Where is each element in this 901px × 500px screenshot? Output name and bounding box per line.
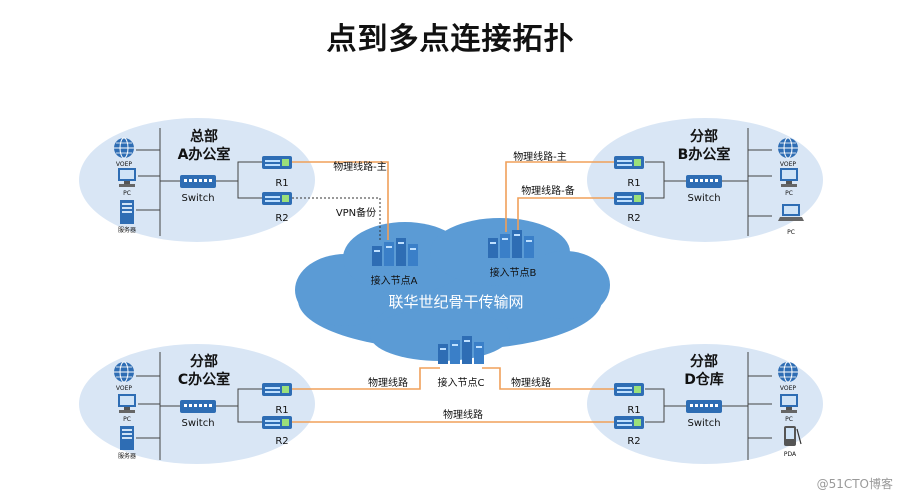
link-b-backup [517,197,614,232]
pc-icon [118,394,136,413]
router-r2-icon [614,192,644,205]
page-title: 点到多点连接拓扑 [326,22,575,57]
diagram-label: VOEP [780,161,797,168]
diagram-label: PC [123,416,131,423]
office-d-line1: 分部 [690,353,718,370]
watermark: @51CTO博客 [816,477,893,491]
diagram-label: Switch [181,193,214,204]
diagram-label: PC [785,190,793,197]
router-r1-icon [614,383,644,396]
diagram-label: R2 [627,213,640,224]
office-b-line1: 分部 [690,128,718,145]
cloud-label: 联华世纪骨干传输网 [388,293,523,311]
router-r2-icon [262,416,292,429]
diagram-label: PDA [784,451,797,458]
link-a-main-label: 物理线路-主 [333,160,387,173]
office-c-line2: C办公室 [178,371,230,388]
switch-icon [180,175,216,188]
link-c-r1-label: 物理线路 [368,376,408,389]
router-r1-icon [614,156,644,169]
backbone-cloud [295,218,610,361]
pc-icon [780,394,798,413]
diagram-label: VOEP [780,385,797,392]
diagram-label: R1 [627,405,640,416]
diagram-label: R1 [275,178,288,189]
link-b-main [505,161,614,232]
voip-globe-icon [777,361,799,383]
access-node-b-label: 接入节点B [490,266,537,279]
pc-icon [780,168,798,187]
voip-globe-icon [777,137,799,159]
router-r2-icon [262,192,292,205]
diagram-label: R1 [275,405,288,416]
office-b-line2: B办公室 [678,146,731,163]
voip-globe-icon [113,137,135,159]
server-icon [120,426,134,450]
access-node-c-label: 接入节点C [438,376,485,389]
server-icon [120,200,134,224]
diagram-label: VOEP [116,385,133,392]
pc-icon [118,168,136,187]
office-a-line2: A办公室 [178,146,231,163]
voip-globe-icon [113,361,135,383]
switch-icon [686,400,722,413]
router-r2-icon [614,416,644,429]
access-node-a-label: 接入节点A [371,274,418,287]
link-c-r1 [292,367,440,390]
diagram-label: 服务器 [118,226,136,234]
link-a-main [292,161,389,240]
router-r1-icon [262,156,292,169]
diagram-label: 服务器 [118,452,136,460]
diagram-label: R1 [627,178,640,189]
link-b-backup-label: 物理线路-备 [521,184,575,197]
link-a-vpn-label: VPN备份 [336,206,376,219]
diagram-label: Switch [687,418,720,429]
diagram-label: R2 [275,213,288,224]
link-a-vpn [292,197,381,240]
router-r1-icon [262,383,292,396]
office-d-line2: D仓库 [684,371,724,388]
link-d-r1-label: 物理线路 [511,376,551,389]
link-b-main-label: 物理线路-主 [513,150,567,163]
diagram-label: VOEP [116,161,133,168]
link-c-d-r2-label: 物理线路 [443,408,483,421]
diagram-label: R2 [275,436,288,447]
switch-icon [686,175,722,188]
diagram-label: Switch [687,193,720,204]
link-d-r1 [482,367,614,390]
diagram-label: PC [785,416,793,423]
diagram-label: PC [123,190,131,197]
diagram-label: Switch [181,418,214,429]
switch-icon [180,400,216,413]
diagram-label: R2 [627,436,640,447]
office-c-line1: 分部 [190,353,218,370]
diagram-label: PC [787,229,795,236]
office-a-line1: 总部 [190,128,218,145]
